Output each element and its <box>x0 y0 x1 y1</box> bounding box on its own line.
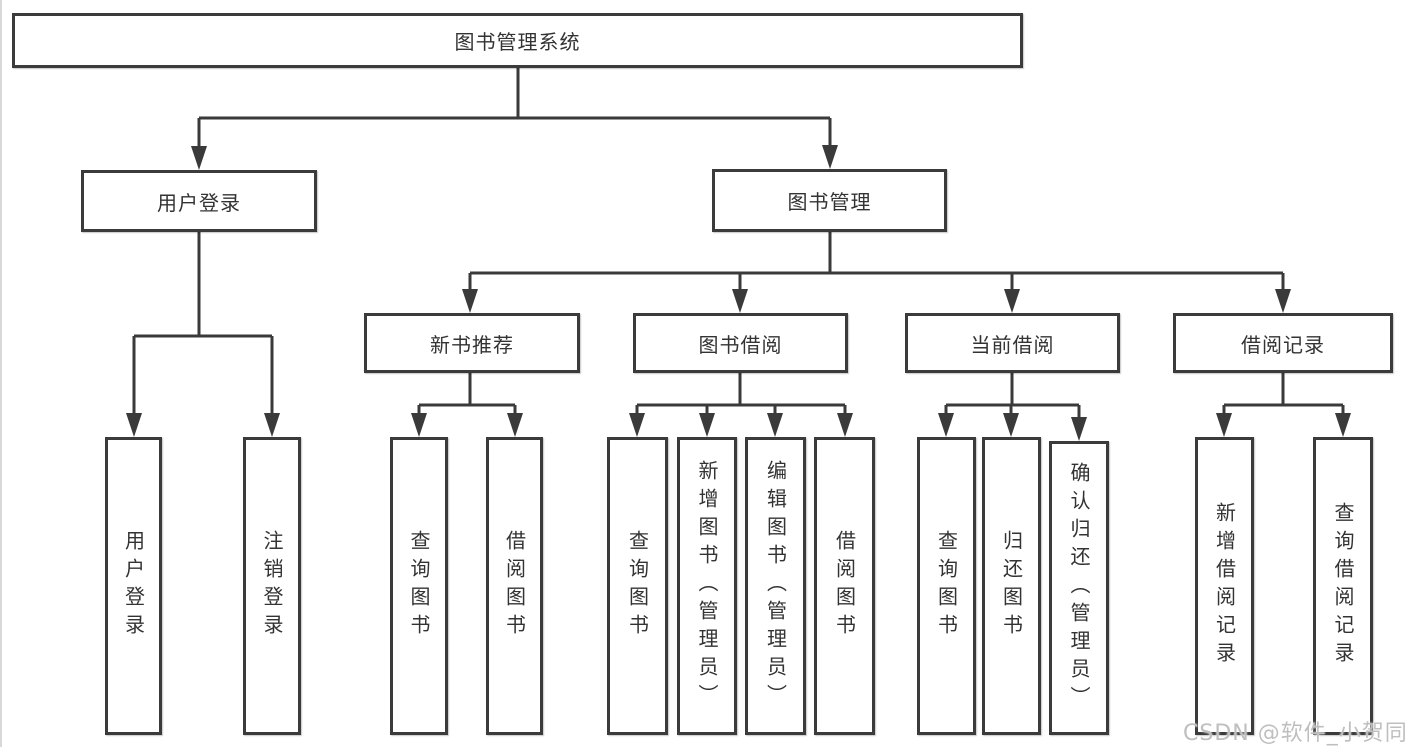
node-borrow-records: 借阅记录 <box>1173 313 1393 373</box>
node-book-borrow: 图书借阅 <box>633 313 848 373</box>
node-bb-borrow-books-label: 借阅图书 <box>832 530 857 642</box>
node-root-label: 图书管理系统 <box>454 30 581 54</box>
node-leaf-user-login-label: 用户登录 <box>121 530 146 642</box>
node-user-login-label: 用户登录 <box>157 190 241 215</box>
node-current-borrow: 当前借阅 <box>905 313 1120 373</box>
node-root-library-system: 图书管理系统 <box>12 13 1023 68</box>
node-br-add-record: 新增借阅记录 <box>1195 437 1254 735</box>
node-rec-query-books: 查询图书 <box>390 437 448 735</box>
node-leaf-logout: 注销登录 <box>243 437 301 735</box>
arrowheads <box>126 145 1351 441</box>
node-current-borrow-label: 当前借阅 <box>970 332 1055 357</box>
node-cb-confirm-return-admin: 确认归还（管理员） <box>1049 441 1109 735</box>
node-book-management-label: 图书管理 <box>787 190 872 214</box>
node-br-query-record: 查询借阅记录 <box>1313 437 1373 735</box>
node-borrow-records-label: 借阅记录 <box>1241 332 1325 357</box>
node-new-book-recommend-label: 新书推荐 <box>430 332 514 357</box>
node-new-book-recommend: 新书推荐 <box>364 313 580 373</box>
node-bb-query-books: 查询图书 <box>607 437 668 735</box>
node-bb-query-books-label: 查询图书 <box>625 530 650 642</box>
node-bb-add-books-admin-label: 新增图书（管理员） <box>695 460 719 712</box>
left-edge-artifact <box>0 0 2 747</box>
node-br-add-record-label: 新增借阅记录 <box>1212 502 1237 670</box>
node-bb-borrow-books: 借阅图书 <box>814 437 875 735</box>
node-bb-edit-books-admin-label: 编辑图书（管理员） <box>763 460 788 712</box>
node-book-management: 图书管理 <box>712 169 947 232</box>
node-cb-query-books: 查询图书 <box>917 437 976 735</box>
node-bb-edit-books-admin: 编辑图书（管理员） <box>745 437 806 735</box>
node-cb-query-books-label: 查询图书 <box>934 530 959 642</box>
node-bb-add-books-admin: 新增图书（管理员） <box>677 437 737 735</box>
node-rec-borrow-books: 借阅图书 <box>486 437 543 735</box>
node-book-borrow-label: 图书借阅 <box>698 332 783 357</box>
node-leaf-user-login: 用户登录 <box>105 437 162 735</box>
node-br-query-record-label: 查询借阅记录 <box>1331 502 1355 670</box>
node-cb-confirm-return-admin-label: 确认归还（管理员） <box>1067 462 1091 714</box>
node-user-login: 用户登录 <box>81 170 317 232</box>
node-rec-borrow-books-label: 借阅图书 <box>502 530 527 642</box>
node-rec-query-books-label: 查询图书 <box>407 530 431 642</box>
csdn-watermark: CSDN @软件_小贺同学 <box>1183 721 1405 746</box>
node-cb-return-books-label: 归还图书 <box>999 530 1024 642</box>
node-cb-return-books: 归还图书 <box>982 437 1041 735</box>
node-leaf-logout-label: 注销登录 <box>260 530 284 642</box>
